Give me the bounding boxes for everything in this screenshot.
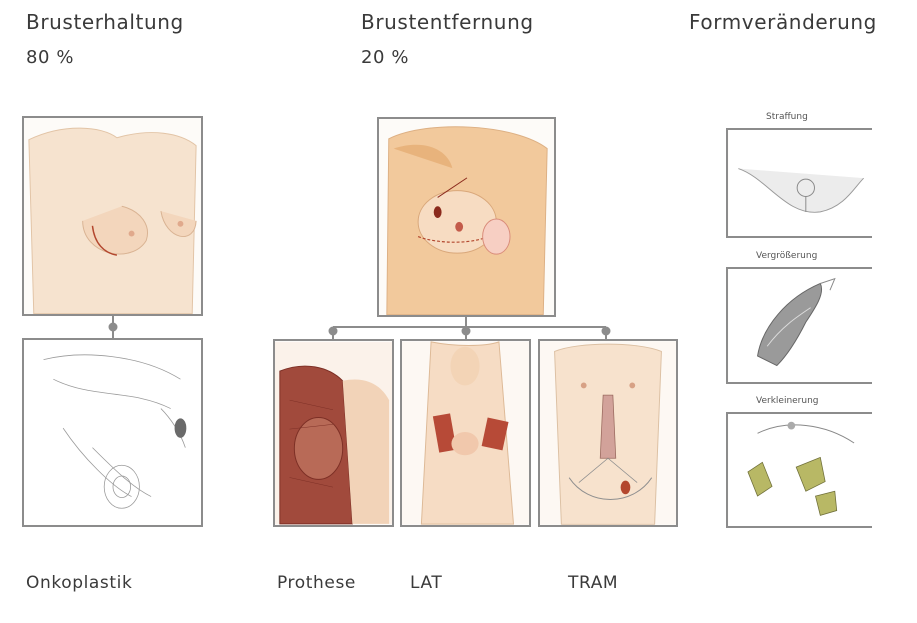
prothese-drawing (275, 341, 392, 525)
straffung-illustration (726, 128, 872, 238)
connector-node-lat (463, 328, 470, 335)
brusterhaltung-illustration (22, 116, 203, 316)
brusterhaltung-percentage: 80 % (26, 47, 74, 68)
brustentfernung-title: Brustentfernung (361, 10, 534, 34)
tram-label: TRAM (568, 573, 618, 593)
lat-illustration (400, 339, 531, 527)
connector-node-onkoplastik (110, 324, 117, 331)
tram-drawing (540, 341, 676, 525)
brustentfernung-illustration (377, 117, 556, 317)
lat-label: LAT (410, 573, 442, 593)
connector-node-tram (603, 328, 610, 335)
brustentfernung-percentage: 20 % (361, 47, 409, 68)
prothese-illustration (273, 339, 394, 527)
prothese-label: Prothese (277, 573, 356, 593)
torso-drawing (24, 118, 201, 314)
mastectomy-drawing (379, 119, 554, 315)
formveraenderung-title: Formveränderung (689, 10, 877, 34)
lat-drawing (402, 341, 529, 525)
vergroesserung-caption: Vergrößerung (756, 251, 817, 261)
sketch-drawing (24, 340, 201, 525)
straffung-caption: Straffung (766, 112, 808, 122)
tram-illustration (538, 339, 678, 527)
brusterhaltung-title: Brusterhaltung (26, 10, 184, 34)
onkoplastik-label: Onkoplastik (26, 573, 132, 593)
connector-node-prothese (330, 328, 337, 335)
vergroesserung-illustration (726, 267, 872, 384)
straffung-drawing (728, 130, 872, 236)
onkoplastik-illustration (22, 338, 203, 527)
verkleinerung-illustration (726, 412, 872, 528)
verkleinerung-caption: Verkleinerung (756, 396, 819, 406)
verkleinerung-drawing (728, 414, 872, 526)
formveraenderung-column: Straffung Vergrößerung Verkleinerung (722, 100, 872, 540)
vergroesserung-drawing (728, 269, 872, 382)
